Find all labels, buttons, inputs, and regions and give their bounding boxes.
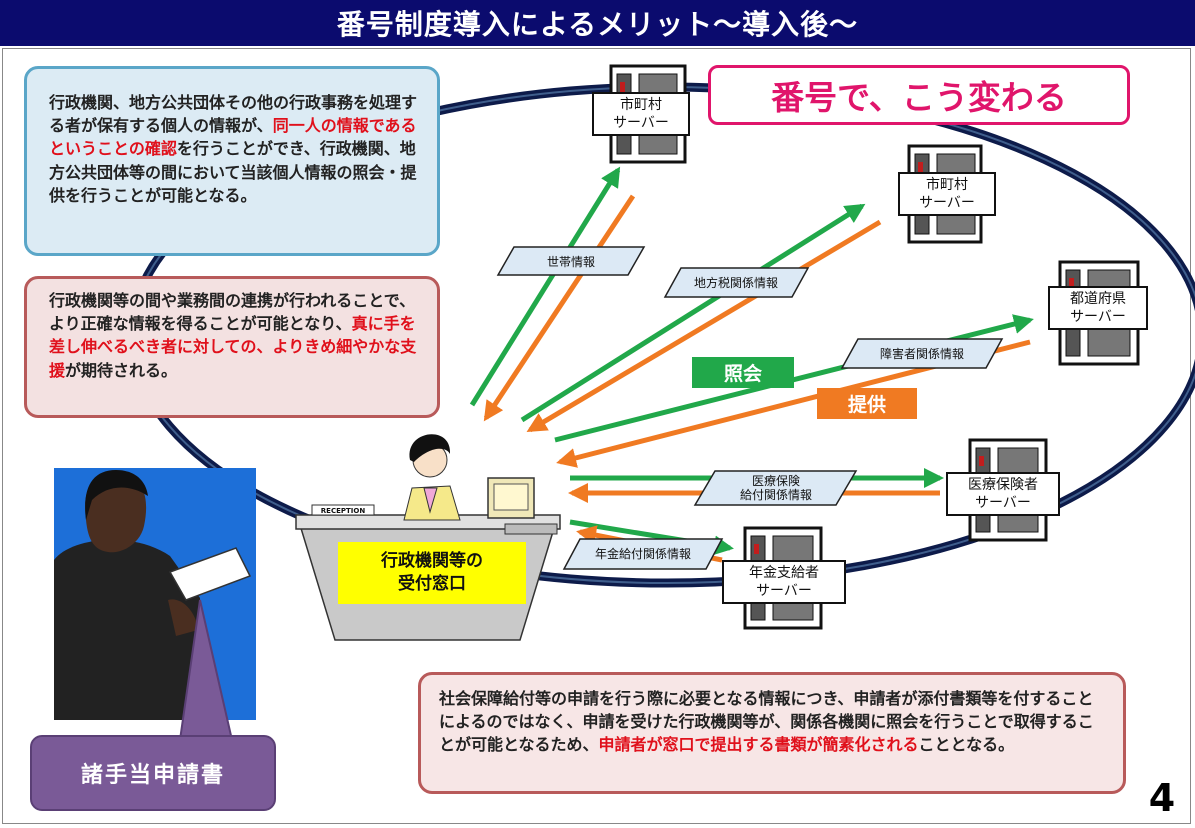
provide-arrow-city1 xyxy=(483,194,636,422)
benefit-text: 社会保障給付等の申請を行う際に必要となる情報につき、申請者が添付書類等を付するこ… xyxy=(439,689,1094,755)
application-document-label: 諸手当申請書 xyxy=(30,735,276,811)
benefit-highlight: 申請者が窓口で提出する書類が簡素化される xyxy=(598,735,919,755)
info-label-pension: 年金給付関係情報 xyxy=(595,546,691,561)
page-title: 番号制度導入によるメリット～導入後～ xyxy=(0,0,1195,46)
benefit-box-cooperation: 行政機関等の間や業務間の連携が行われることで、より正確な情報を得ることが可能とな… xyxy=(24,276,440,418)
server-label-line: 医療保険者 xyxy=(968,476,1038,493)
info-label-disability: 障害者関係情報 xyxy=(880,346,964,361)
provide-tag: 提供 xyxy=(817,388,917,419)
server-label-line: サーバー xyxy=(613,115,669,131)
server-label-line: 市町村 xyxy=(926,176,968,193)
reception-desk-illustration: RECEPTION xyxy=(295,434,561,641)
server-label-line: サーバー xyxy=(919,195,975,211)
server-label-line: 年金支給者 xyxy=(749,564,819,581)
server-label-line: 市町村 xyxy=(620,96,662,113)
benefit-text: 行政機関、地方公共団体その他の行政事務を処理する者が保有する個人の情報が、 xyxy=(49,93,418,136)
provide-arrow-city2 xyxy=(526,219,882,433)
benefit-highlight: 真に手を差し伸べるべき者に対しての、よりきめ細やかな支援 xyxy=(49,314,417,380)
benefit-text: を行うことができ、行政機関、地方公共団体等の間において当該個人情報の照会・提供を… xyxy=(49,139,417,205)
headline: 番号で、こう変わる xyxy=(708,65,1130,125)
page-number: 4 xyxy=(1148,776,1176,820)
benefit-highlight: 同一人の情報であるということの確認 xyxy=(49,116,417,159)
applicant-illustration xyxy=(54,468,256,741)
slide-frame xyxy=(2,48,1191,824)
info-label-household: 世帯情報 xyxy=(547,255,595,269)
inquiry-tag: 照会 xyxy=(692,357,794,388)
server-label-line: サーバー xyxy=(1070,309,1126,325)
info-label-local-tax: 地方税関係情報 xyxy=(694,275,778,290)
server-label-pension: 年金支給者 サーバー xyxy=(722,560,846,604)
benefit-box-simplification: 社会保障給付等の申請を行う際に必要となる情報につき、申請者が添付書類等を付するこ… xyxy=(418,672,1126,794)
benefit-text: こととなる。 xyxy=(918,735,1015,755)
server-label-city-2: 市町村 サーバー xyxy=(898,172,996,216)
reception-counter-label: 行政機関等の 受付窓口 xyxy=(338,542,526,604)
info-label-shapes xyxy=(496,246,1004,570)
server-label-line: サーバー xyxy=(975,495,1031,511)
desk-sign: RECEPTION xyxy=(321,507,366,515)
info-label-medical-line1: 医療保険 xyxy=(752,474,800,488)
server-label-city-1: 市町村 サーバー xyxy=(592,92,690,136)
reception-line: 行政機関等の xyxy=(381,551,483,572)
benefit-text: 行政機関等の間や業務間の連携が行われることで、より正確な情報を得ることが可能とな… xyxy=(49,291,416,334)
inquiry-arrow-city1 xyxy=(469,166,621,407)
benefit-box-identification: 行政機関、地方公共団体その他の行政事務を処理する者が保有する個人の情報が、同一人… xyxy=(24,66,440,256)
reception-line: 受付窓口 xyxy=(398,574,466,594)
benefit-text: が期待される。 xyxy=(65,360,178,380)
server-label-prefecture: 都道府県 サーバー xyxy=(1048,286,1148,330)
info-label-medical-line2: 給付関係情報 xyxy=(740,488,812,502)
server-label-medical-insurer: 医療保険者 サーバー xyxy=(946,472,1060,516)
inquiry-arrow-city2 xyxy=(520,203,866,423)
server-label-line: 都道府県 xyxy=(1070,290,1126,307)
server-label-line: サーバー xyxy=(756,583,812,599)
